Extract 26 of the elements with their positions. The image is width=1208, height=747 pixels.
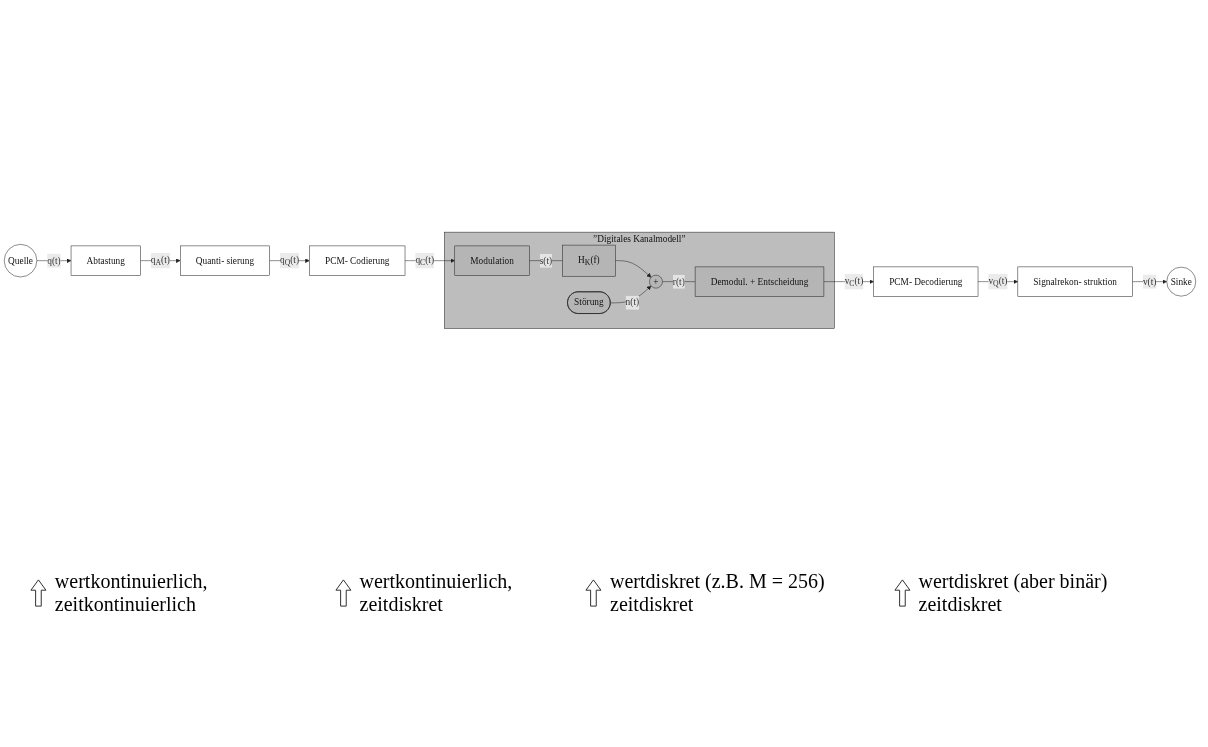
edge-label: v$_{Q}$(t) (988, 275, 1008, 288)
edge-label: q(t) (47, 254, 61, 266)
node-box: Signalrekon- struktion (1017, 266, 1133, 297)
edge-label: n(t) (625, 296, 640, 308)
node-box: PCM- Decodierung (873, 266, 979, 297)
edge-label: v$_{C}$(t) (844, 275, 864, 288)
signal-property-text: wertkontinuierlich, zeitdiskret (359, 570, 514, 616)
node-box: Abtastung (70, 245, 141, 276)
edge-label: q$_{Q}$(t) (279, 254, 300, 267)
connector (529, 260, 563, 261)
node-box: Modulation (454, 245, 530, 276)
node-box: Demodul. + Entscheidung (694, 266, 825, 297)
node-box: Quanti- sierung (180, 245, 270, 276)
edge-label: v(t) (1142, 275, 1157, 287)
signal-property-text: wertdiskret (z.B. M = 256) zeitdiskret (610, 570, 826, 616)
edge-label: q$_{C}$(t) (415, 254, 435, 267)
edge-label: s(t) (539, 254, 553, 266)
node-circle: + (649, 274, 663, 289)
signal-property-text: wertdiskret (aber binär) zeitdiskret (918, 570, 1109, 616)
node-box: PCM- Codierung (309, 245, 406, 276)
node-circle: Quelle (3, 243, 38, 277)
edge-label: q$_{A}$(t) (150, 254, 170, 267)
node-box: H$_{K}$(f) (562, 244, 616, 277)
signal-property-text: wertkontinuierlich, zeitkontinuierlich (54, 570, 209, 616)
edge-label: r(t) (672, 275, 685, 287)
node-circle: Sinke (1166, 266, 1197, 297)
